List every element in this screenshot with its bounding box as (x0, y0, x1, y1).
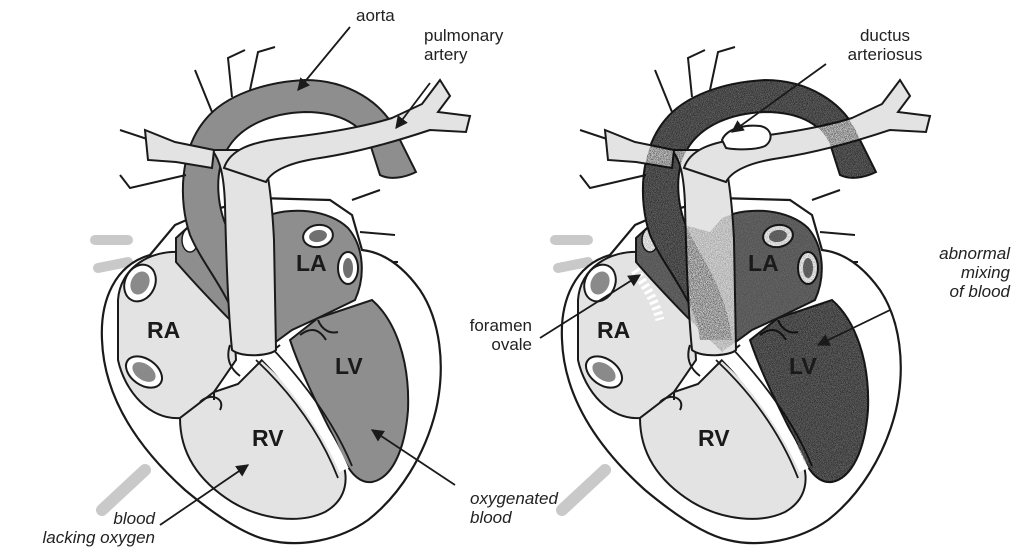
label-ductus-arteriosus: ductus arteriosus (830, 26, 940, 64)
chamber-label-lv-shunted: LV (789, 353, 817, 380)
chamber-label-ra-shunted: RA (597, 317, 630, 344)
label-oxygenated-blood-line2: blood (470, 508, 558, 527)
label-foramen-ovale: foramen ovale (440, 316, 532, 354)
ductus-arteriosus-shape (722, 126, 771, 150)
chamber-label-ra-normal: RA (147, 317, 180, 344)
label-foramen-ovale-line1: foramen (440, 316, 532, 335)
label-pulmonary-artery-line1: pulmonary (424, 26, 503, 45)
label-aorta: aorta (356, 6, 395, 25)
chamber-label-rv-shunted: RV (698, 425, 730, 452)
label-foramen-ovale-line2: ovale (440, 335, 532, 354)
chamber-label-la-shunted: LA (748, 250, 779, 277)
label-ductus-arteriosus-line1: ductus (830, 26, 940, 45)
label-blood-lacking-oxygen-line1: blood (0, 509, 155, 528)
shunted-heart (555, 47, 930, 543)
chamber-label-rv-normal: RV (252, 425, 284, 452)
label-abnormal-mixing-line2: mixing (880, 263, 1010, 282)
label-abnormal-mixing-line3: of blood (880, 282, 1010, 301)
chamber-label-lv-normal: LV (335, 353, 363, 380)
label-pulmonary-artery: pulmonary artery (424, 26, 503, 64)
label-abnormal-mixing: abnormal mixing of blood (880, 244, 1010, 301)
chamber-label-la-normal: LA (296, 250, 327, 277)
label-blood-lacking-oxygen: blood lacking oxygen (0, 509, 155, 547)
label-oxygenated-blood-line1: oxygenated (470, 489, 558, 508)
label-blood-lacking-oxygen-line2: lacking oxygen (0, 528, 155, 547)
label-pulmonary-artery-line2: artery (424, 45, 503, 64)
label-oxygenated-blood: oxygenated blood (470, 489, 558, 527)
normal-heart (95, 47, 470, 543)
label-ductus-arteriosus-line2: arteriosus (830, 45, 940, 64)
label-abnormal-mixing-line1: abnormal (880, 244, 1010, 263)
